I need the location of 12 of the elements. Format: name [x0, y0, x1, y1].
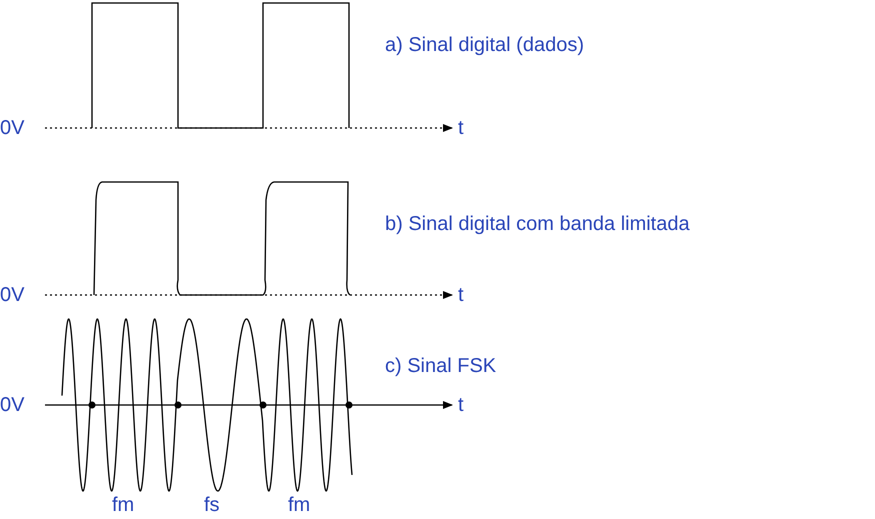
signal-caption: c) Sinal FSK [385, 355, 496, 377]
time-label: t [458, 394, 464, 416]
voltage-label: 0V [0, 394, 24, 416]
time-label: t [458, 284, 464, 306]
signal-caption: a) Sinal digital (dados) [385, 34, 584, 56]
voltage-label: 0V [0, 284, 24, 306]
frequency-label: fs [204, 494, 220, 516]
frequency-label: fm [112, 494, 134, 516]
time-label: t [458, 117, 464, 139]
frequency-label: fm [288, 494, 310, 516]
voltage-label: 0V [0, 117, 24, 139]
signal-caption: b) Sinal digital com banda limitada [385, 213, 690, 235]
